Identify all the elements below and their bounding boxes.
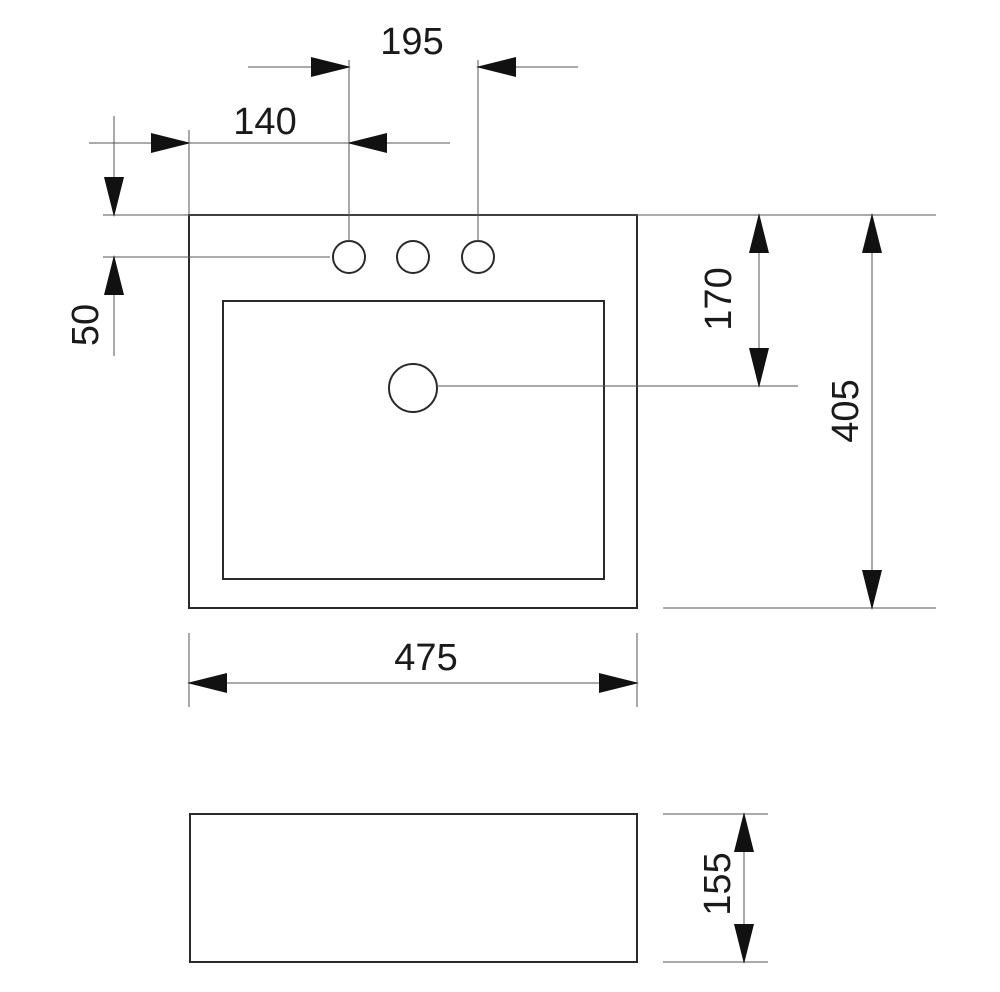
dimension-label-50: 50 <box>65 304 107 346</box>
faucet-hole-right <box>461 240 495 274</box>
dimension-50: 50 <box>65 116 124 356</box>
dimension-155: 155 <box>697 812 754 964</box>
dimension-label-405: 405 <box>825 379 867 442</box>
dimension-label-195: 195 <box>380 21 443 63</box>
dimension-170: 170 <box>698 213 769 388</box>
dimension-label-140: 140 <box>233 101 296 143</box>
dimension-label-155: 155 <box>697 852 739 915</box>
dimension-475: 475 <box>187 637 639 693</box>
dimension-195: 195 <box>248 21 578 77</box>
drain-hole <box>388 363 438 413</box>
extension-lines <box>103 60 936 963</box>
faucet-hole-left <box>332 240 366 274</box>
dimension-405: 405 <box>825 213 882 610</box>
dimension-140: 140 <box>89 101 450 153</box>
basin-side-outline <box>189 813 638 963</box>
basin-inner-bowl <box>222 300 605 580</box>
faucet-hole-center <box>396 240 430 274</box>
side-view <box>189 813 638 963</box>
dimension-label-475: 475 <box>394 637 457 679</box>
top-view <box>188 214 638 609</box>
dimension-label-170: 170 <box>698 267 740 330</box>
